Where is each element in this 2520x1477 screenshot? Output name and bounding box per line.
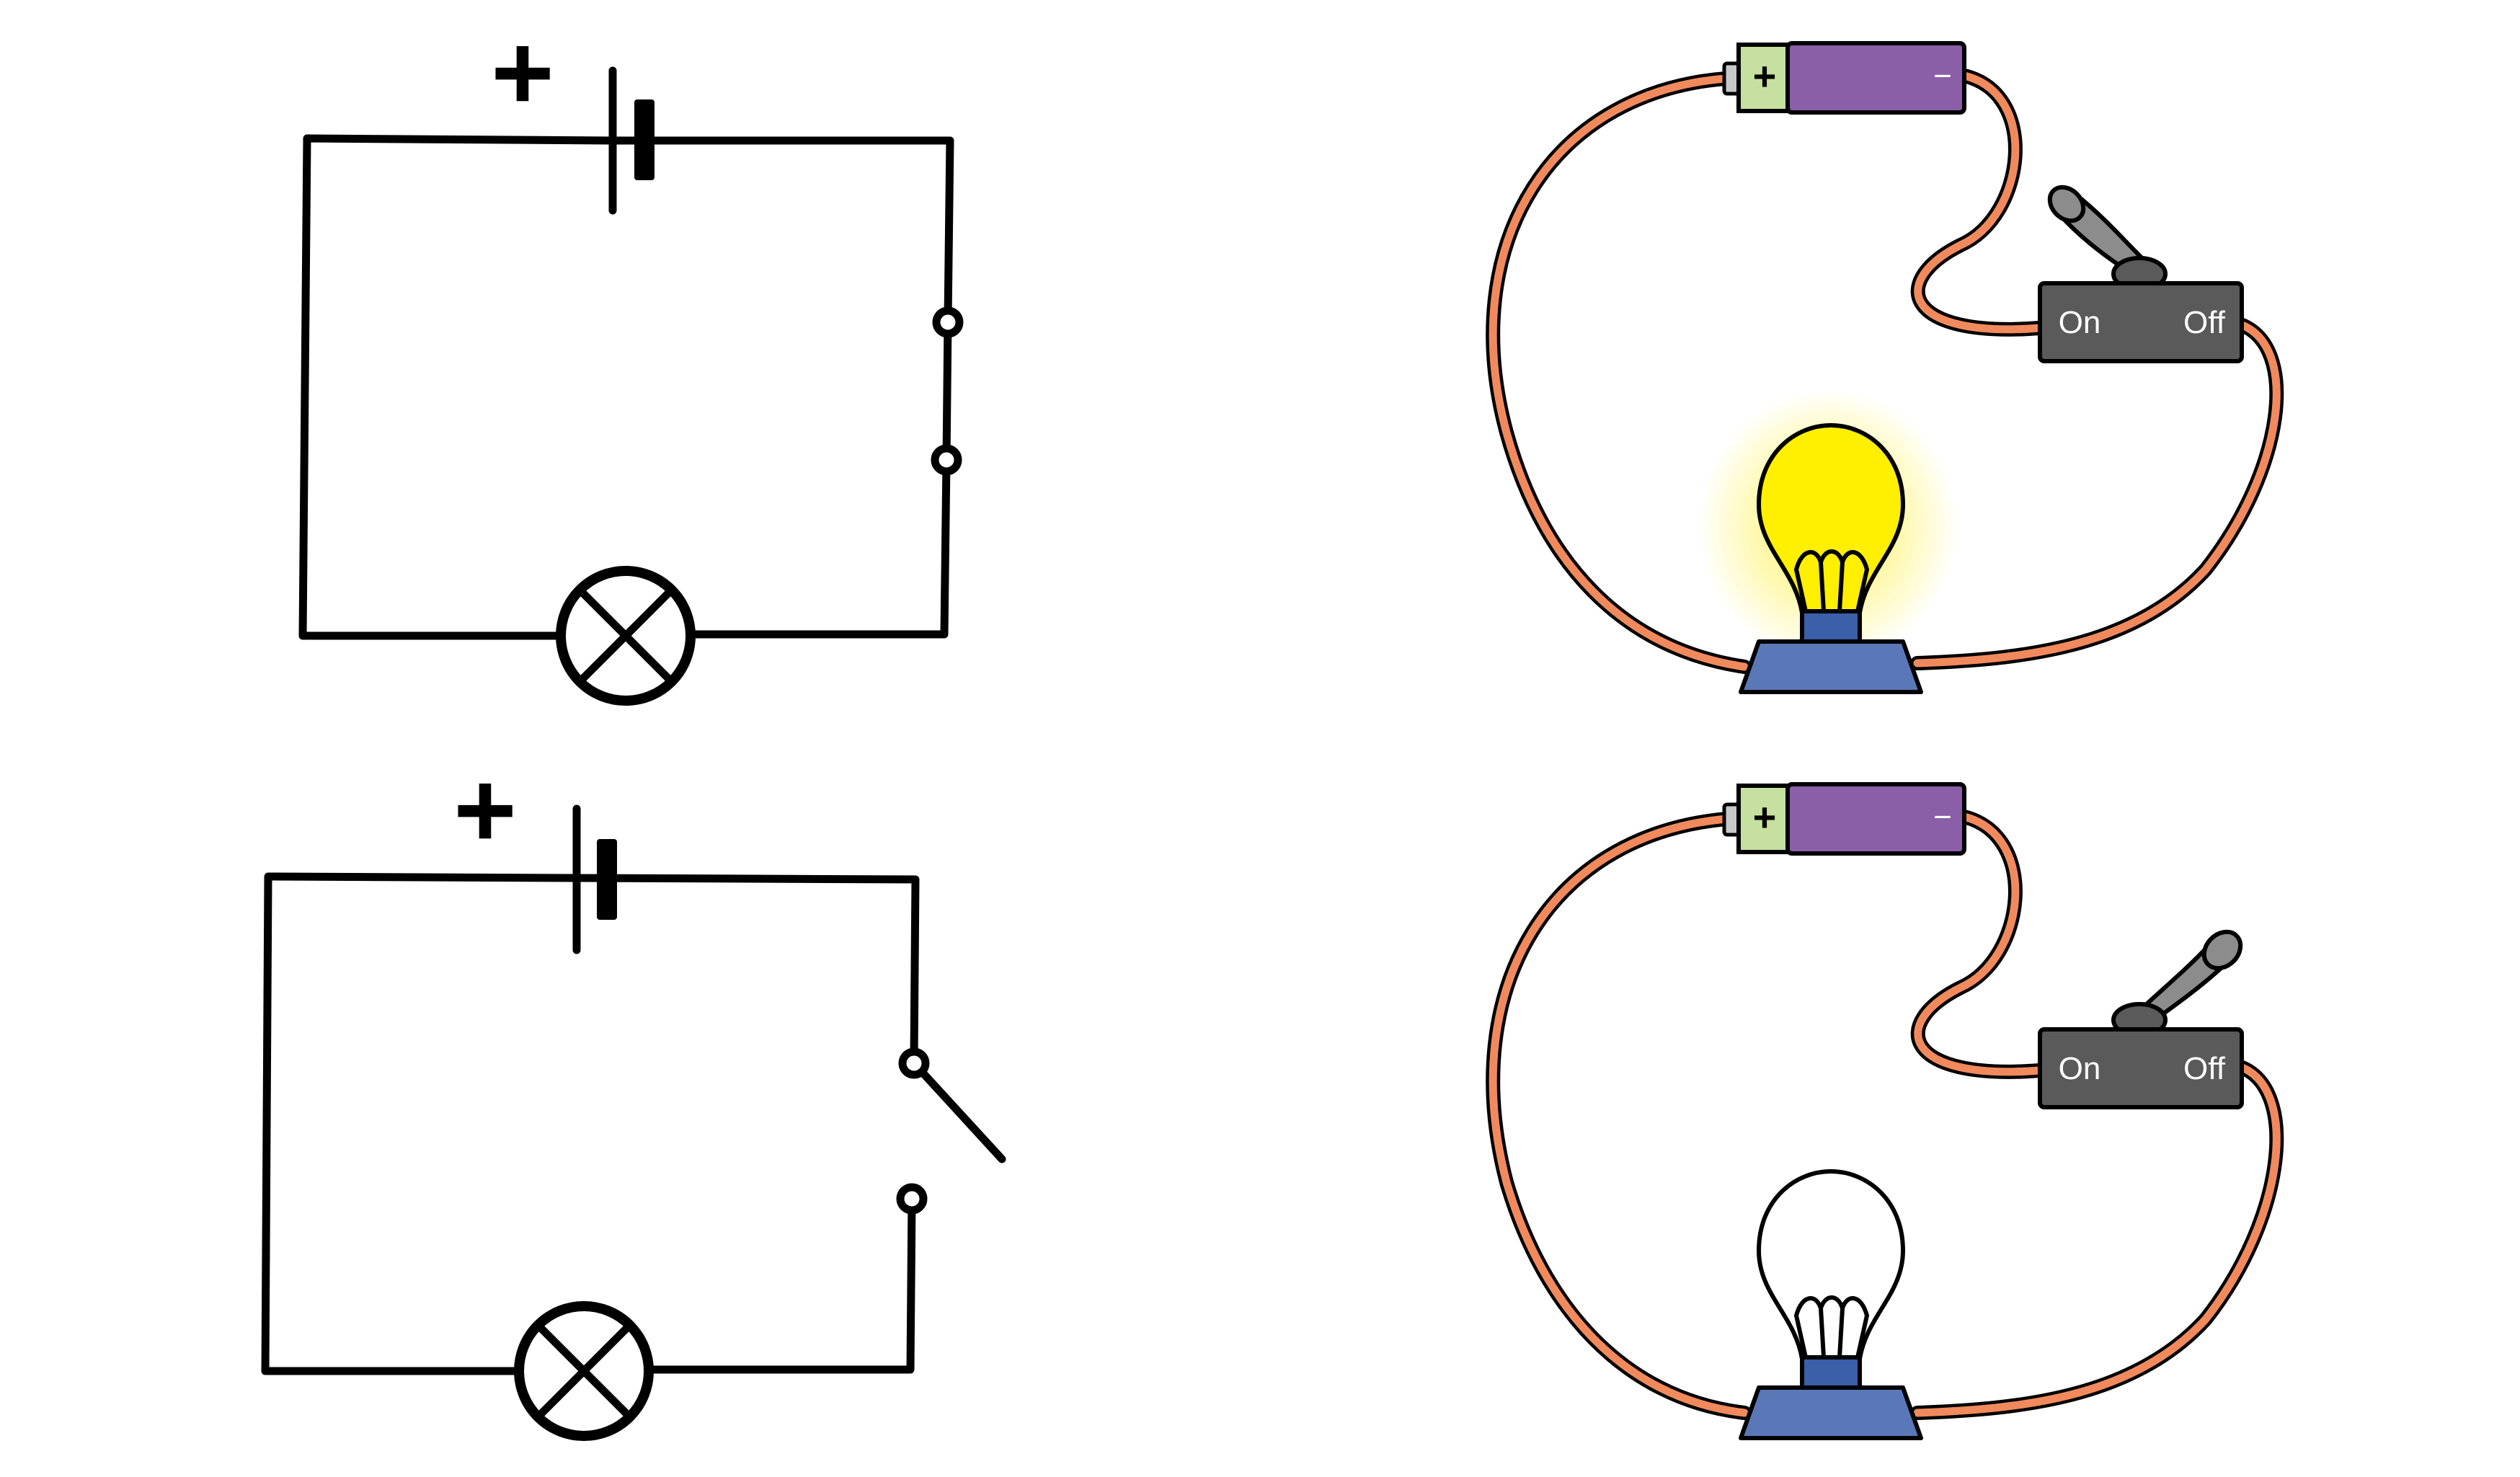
schematic-open: + <box>261 749 1006 1441</box>
switch-terminal-top <box>898 1047 930 1079</box>
lit-light-bulb-icon <box>1698 389 1958 694</box>
battery-minus-label: − <box>1933 799 1952 835</box>
schematic-closed: + <box>298 12 964 706</box>
lamp-symbol <box>514 1301 654 1441</box>
switch-terminal-bottom <box>896 1183 928 1215</box>
toggle-switch[interactable]: On Off <box>2038 180 2244 363</box>
wire <box>1486 68 2284 674</box>
lever-handle[interactable] <box>2043 180 2168 292</box>
switch-off-label: Off <box>2183 1051 2226 1086</box>
circuit-on: + − On Off <box>1486 41 2284 694</box>
wire <box>1486 810 2284 1420</box>
schematic-wire <box>298 134 954 640</box>
lever-handle[interactable] <box>2111 925 2248 1038</box>
switch-terminal-bottom <box>931 444 962 476</box>
battery-symbol <box>608 66 655 215</box>
switch-on-label: On <box>2059 1051 2101 1086</box>
battery-symbol <box>572 804 617 954</box>
battery-plus-label: + <box>1753 794 1777 840</box>
circuit-off: + − On Off <box>1486 782 2284 1440</box>
switch-terminal-top <box>932 306 964 338</box>
unlit-light-bulb-icon <box>1739 1169 1923 1440</box>
schematic-wire <box>261 872 920 1375</box>
positive-sign: + <box>453 749 517 870</box>
battery: + − <box>1722 41 1966 115</box>
battery-minus-label: − <box>1933 58 1952 94</box>
switch-off-label: Off <box>2183 305 2226 340</box>
toggle-switch[interactable]: On Off <box>2038 925 2248 1109</box>
switch-on-label: On <box>2059 305 2101 340</box>
battery: + − <box>1722 782 1966 856</box>
lamp-symbol <box>556 566 696 706</box>
battery-plus-label: + <box>1753 53 1777 99</box>
open-switch-lever <box>910 1059 1006 1163</box>
positive-sign: + <box>491 12 554 133</box>
